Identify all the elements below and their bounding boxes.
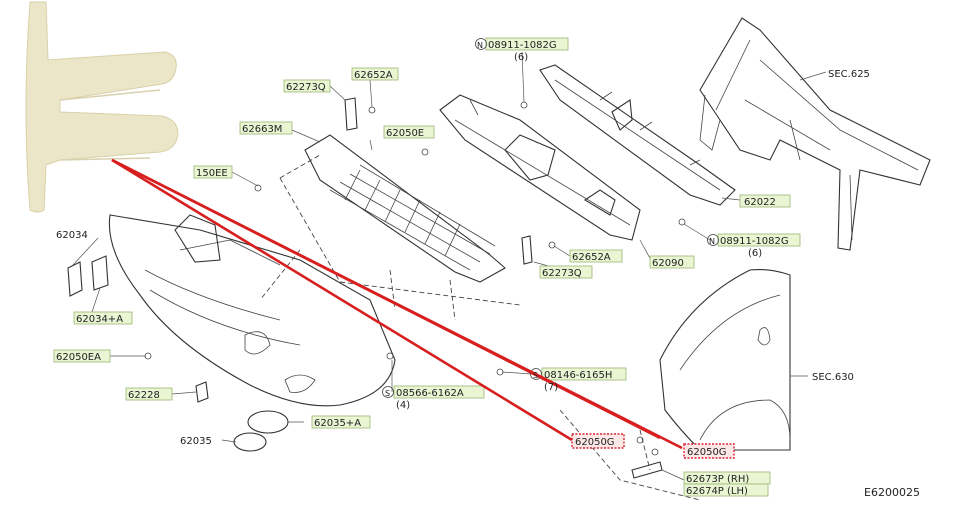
callout-62050ea: 62050EA	[56, 352, 101, 363]
callout-62034: 62034	[56, 230, 88, 241]
callout-62035a: 62035+A	[314, 418, 361, 429]
callout-08911-bottom: 08911-1082G	[720, 236, 789, 247]
callout-62050e: 62050E	[386, 128, 424, 139]
lower-grille	[259, 134, 521, 321]
label-boxes	[53, 37, 801, 497]
callout-sec625: SEC.625	[828, 69, 870, 80]
callout-62663m: 62663M	[242, 124, 282, 135]
callout-62050g-right: 62050G	[687, 447, 727, 458]
callout-sec630: SEC.630	[812, 372, 854, 383]
callout-62673p: 62673P (RH)	[686, 474, 749, 485]
bumper-reinforcement	[539, 64, 736, 206]
side-brackets	[67, 255, 109, 297]
callout-62652a-mid: 62652A	[572, 252, 611, 263]
callout-62652a-top: 62652A	[354, 70, 393, 81]
clip-photo	[25, 1, 179, 213]
callout-62674p: 62674P (LH)	[686, 486, 748, 497]
callout-08566-qty: (4)	[396, 400, 410, 411]
fog-lamp-finishers	[233, 410, 289, 452]
callout-62050g-left: 62050G	[575, 437, 615, 448]
front-bumper-fascia	[108, 214, 396, 407]
callout-62273q-mid: 62273Q	[542, 268, 582, 279]
callout-08146: 08146-6165H	[544, 370, 612, 381]
radiator-core-support	[699, 17, 931, 251]
figure-id: E6200025	[864, 486, 920, 499]
callout-62022: 62022	[744, 197, 776, 208]
front-fender	[659, 269, 791, 451]
screw-symbol-08146: S	[533, 371, 538, 380]
callout-150ee: 150EE	[196, 168, 228, 179]
callout-62228: 62228	[128, 390, 160, 401]
callout-08146-qty: (7)	[544, 382, 558, 393]
callout-08566: 08566-6162A	[396, 388, 464, 399]
bolt-symbol-bottom: N	[709, 237, 715, 246]
callout-08911-top-qty: (6)	[514, 52, 528, 63]
callout-62273q-top: 62273Q	[286, 82, 326, 93]
callout-08911-top: 08911-1082G	[488, 40, 557, 51]
callout-08911-bottom-qty: (6)	[748, 248, 762, 259]
energy-absorber	[439, 94, 641, 241]
highlight-lines	[111, 158, 683, 450]
circle-symbols	[382, 38, 719, 398]
callout-62035: 62035	[180, 436, 212, 447]
fasteners	[144, 97, 686, 456]
leader-lines	[71, 51, 827, 481]
callout-62090: 62090	[652, 258, 684, 269]
callout-62034a: 62034+A	[76, 314, 123, 325]
bolt-symbol-top: N	[477, 41, 483, 50]
screw-symbol-08566: S	[385, 389, 390, 398]
